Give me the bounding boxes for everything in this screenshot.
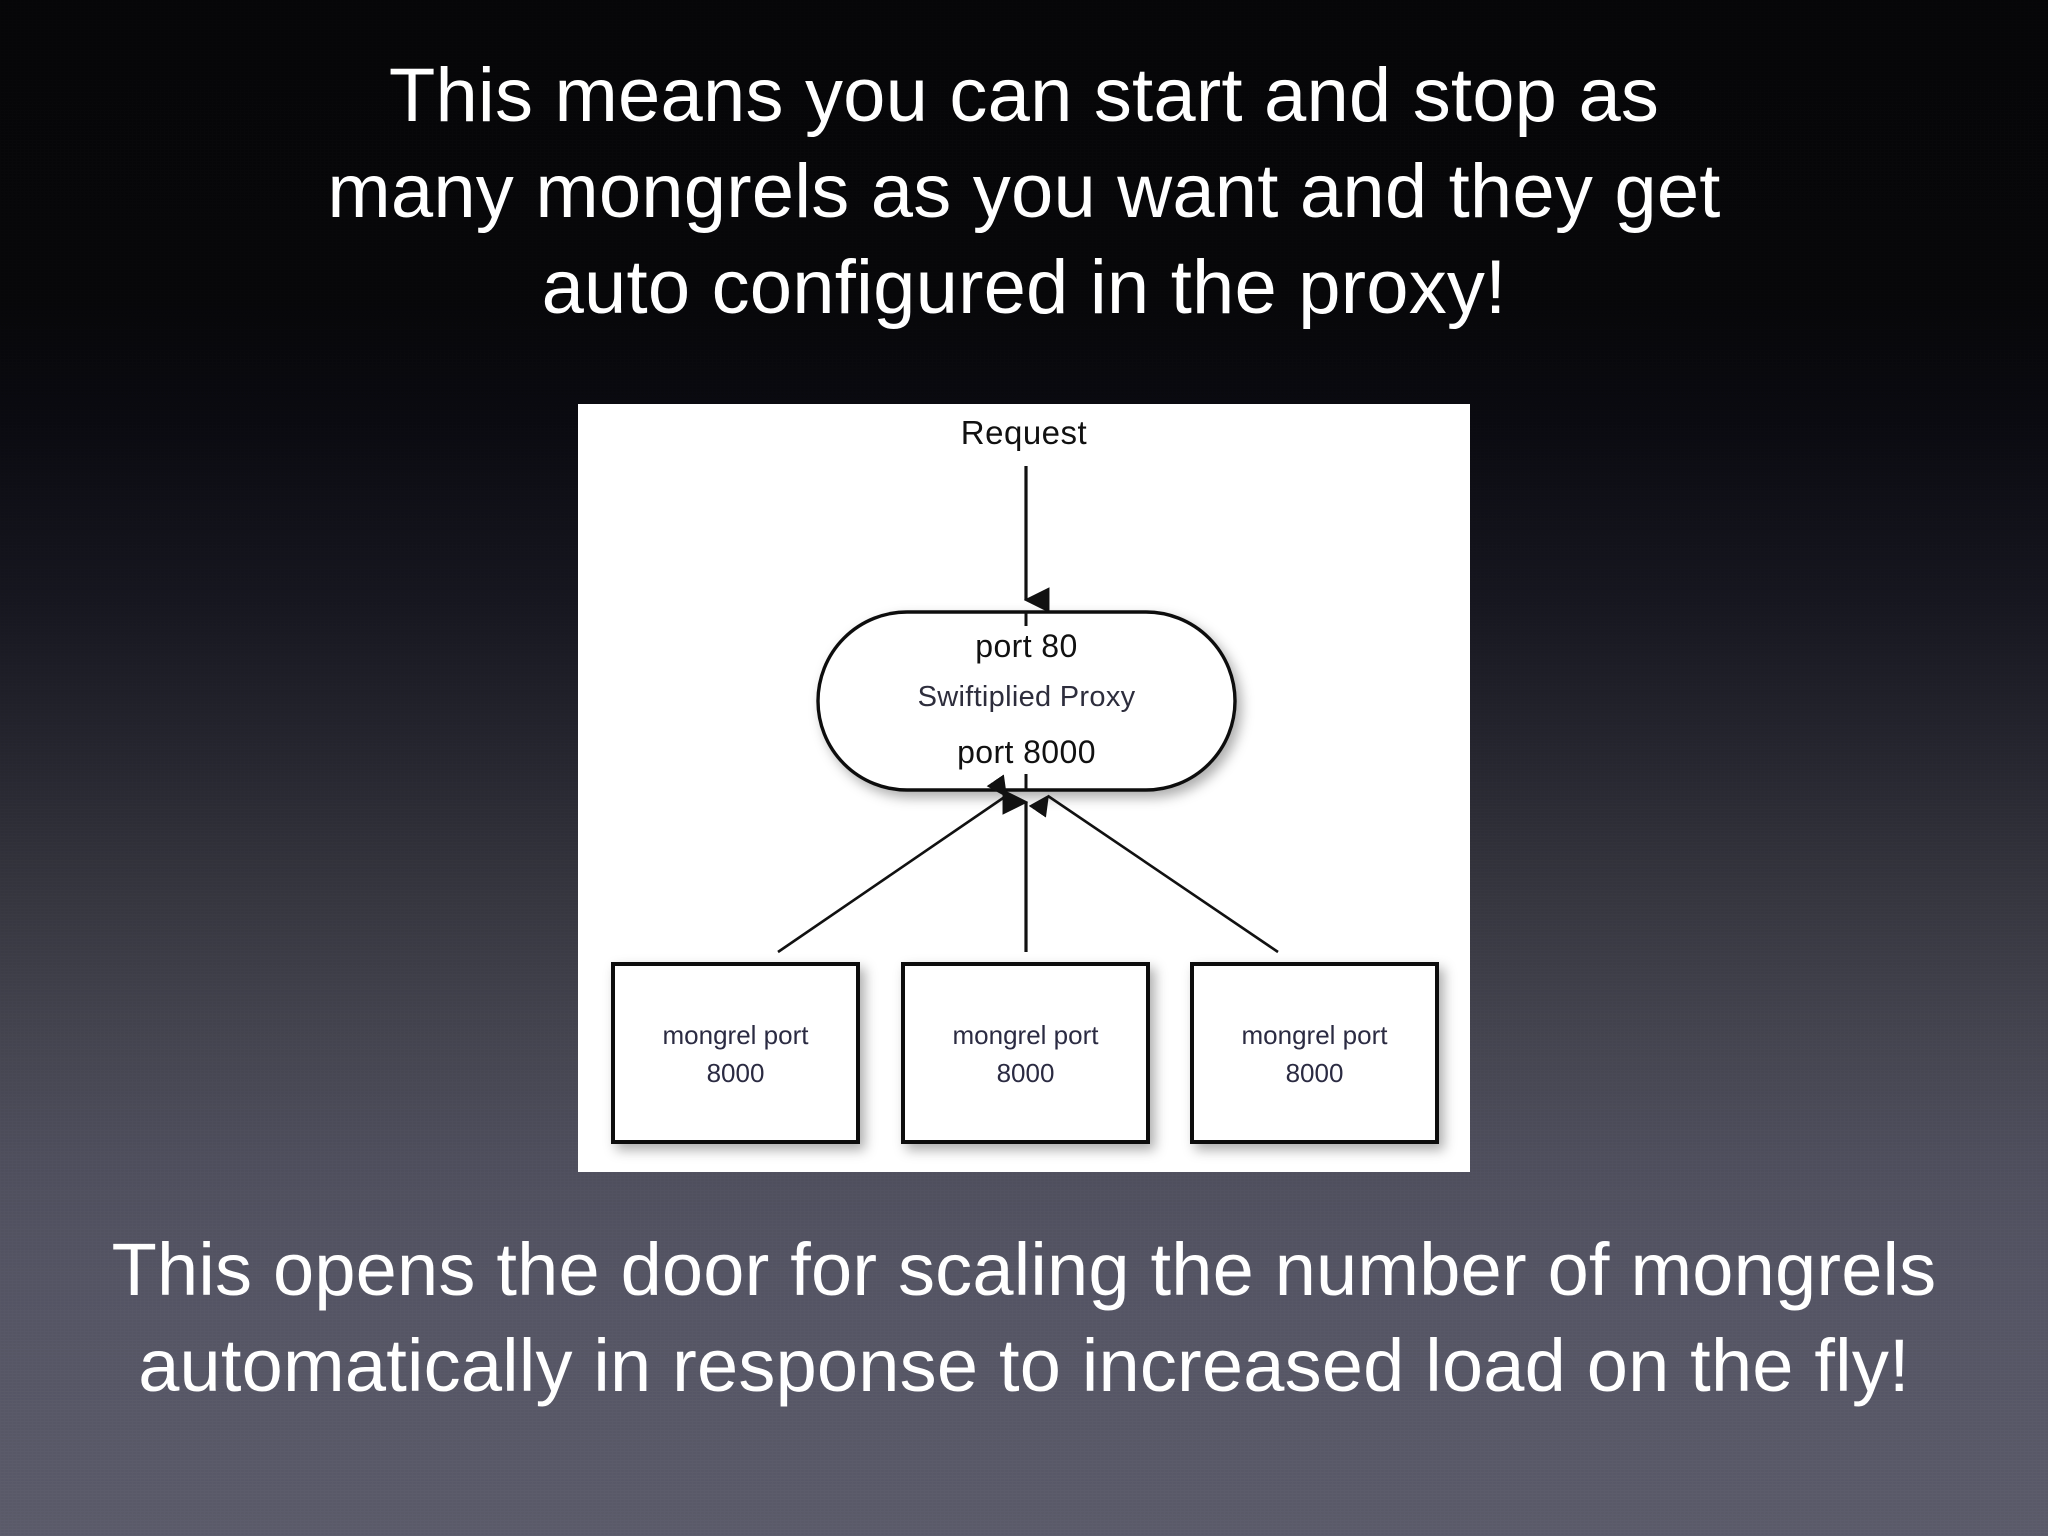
backend-3-node bbox=[1190, 962, 1439, 1144]
backend-1-node bbox=[611, 962, 860, 1144]
architecture-diagram bbox=[611, 466, 1439, 1144]
diagram-panel: Request port 80 Swiftiplied Proxy port 8… bbox=[578, 404, 1470, 1172]
proxy-shape bbox=[816, 610, 1237, 792]
page-title: This means you can start and stop as man… bbox=[327, 53, 1721, 330]
backend-1-arrow bbox=[777, 774, 1007, 954]
backend-1-shape bbox=[611, 962, 860, 1144]
proxy-node bbox=[816, 610, 1237, 792]
backend-2-shape bbox=[901, 962, 1150, 1144]
page-caption: This opens the door for scaling the numb… bbox=[111, 1228, 1937, 1407]
backend-3-arrow bbox=[1028, 794, 1279, 954]
backend-3-shape bbox=[1190, 962, 1439, 1144]
backend-2-node bbox=[901, 962, 1150, 1144]
